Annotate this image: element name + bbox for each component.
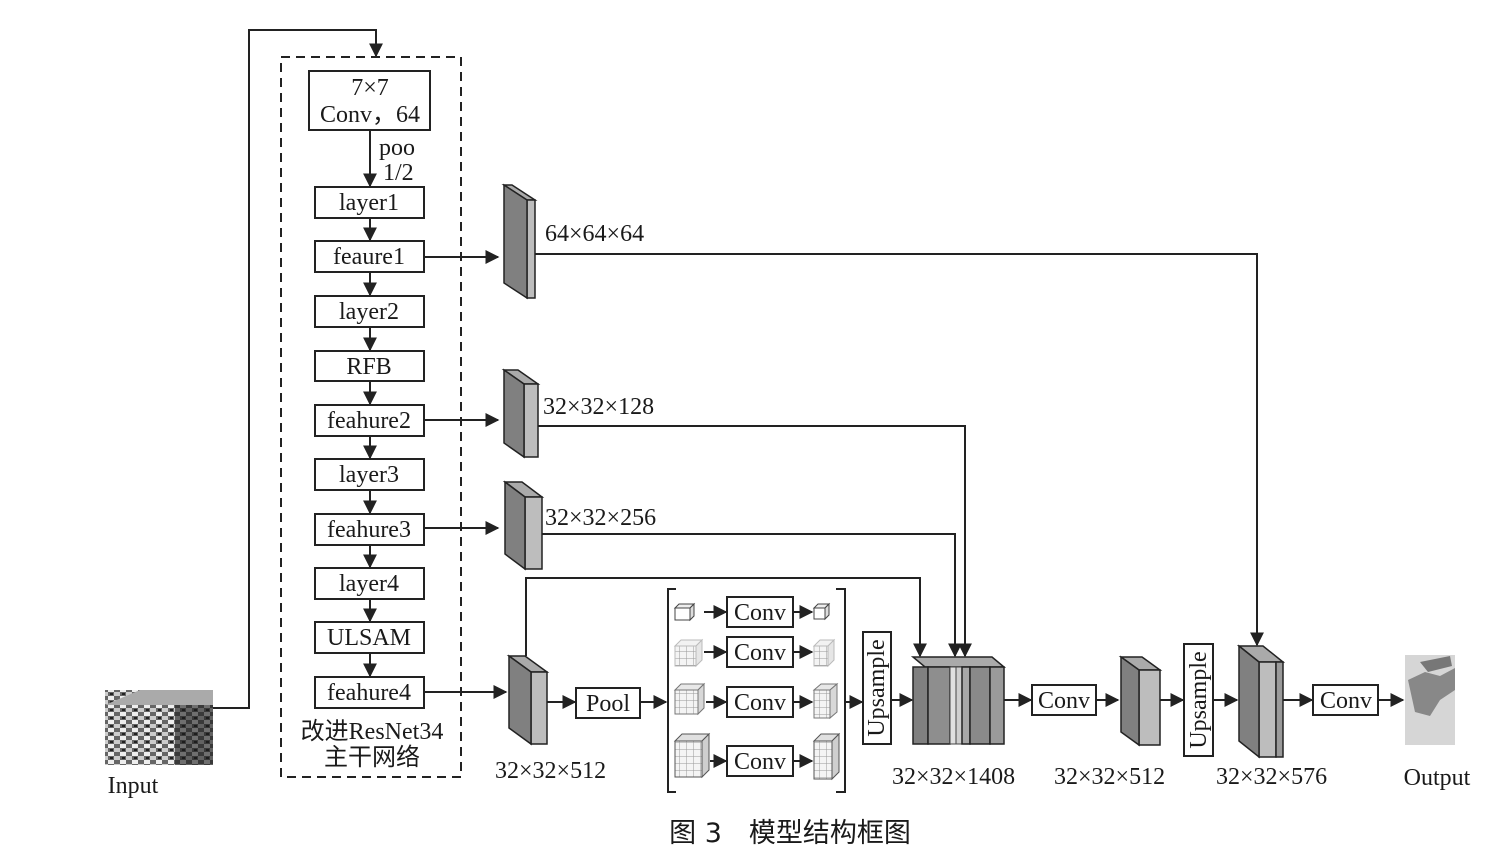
feature1-label: feaure1 bbox=[333, 244, 405, 270]
layer2-label: layer2 bbox=[339, 299, 399, 325]
branches-bracket-right bbox=[836, 588, 846, 793]
feature-map-3 bbox=[502, 480, 545, 571]
branch-2-conv-label: Conv bbox=[734, 640, 786, 666]
pool-label-line2: 1/2 bbox=[383, 160, 414, 186]
branch-3-conv-label: Conv bbox=[734, 690, 786, 716]
input-label: Input bbox=[108, 773, 159, 799]
branch-2-output-cube bbox=[812, 638, 836, 668]
branch-4-input-cube bbox=[673, 732, 711, 779]
backbone-dashed-border bbox=[280, 56, 462, 778]
upsample-1-box bbox=[862, 631, 892, 745]
upsample-1-label: Upsample bbox=[864, 639, 890, 736]
feature3-label: feahure3 bbox=[327, 517, 411, 543]
feature-map-2-dims: 32×32×128 bbox=[543, 394, 654, 420]
feature2-label: feahure2 bbox=[327, 408, 411, 434]
upsample-output-feature-map bbox=[1236, 644, 1286, 759]
backbone-caption-line1: 改进ResNet34 bbox=[301, 718, 444, 745]
branch-1-input-cube bbox=[673, 602, 696, 622]
pool-label: Pool bbox=[586, 691, 630, 717]
feature3-box bbox=[314, 513, 425, 546]
branch-4-output-cube bbox=[812, 732, 841, 781]
concat-feature-block bbox=[910, 656, 1007, 745]
ulsam-label: ULSAM bbox=[327, 625, 411, 651]
input-image bbox=[105, 690, 213, 765]
backbone-caption-line2: 主干网络 bbox=[324, 744, 420, 771]
pool-box bbox=[575, 687, 641, 719]
feature-map-1 bbox=[501, 183, 538, 300]
upsample-2-label: Upsample bbox=[1186, 651, 1212, 748]
branch-1-conv-label: Conv bbox=[734, 600, 786, 626]
branch-4-conv-label: Conv bbox=[734, 749, 786, 775]
upsample-output-dims: 32×32×576 bbox=[1216, 764, 1327, 790]
layer2-box bbox=[314, 295, 425, 328]
output-segmentation-image bbox=[1405, 655, 1455, 745]
pool-label-line1: poo bbox=[379, 135, 415, 161]
ulsam-box bbox=[314, 621, 425, 654]
branch-2-input-cube bbox=[673, 638, 704, 668]
layer4-box bbox=[314, 567, 425, 600]
rfb-box bbox=[314, 350, 425, 382]
feature-map-4-dims: 32×32×512 bbox=[495, 758, 606, 784]
branch-3-conv-box bbox=[726, 686, 794, 718]
branches-bracket-left bbox=[667, 588, 676, 793]
layer3-label: layer3 bbox=[339, 462, 399, 488]
final-conv-label: Conv bbox=[1320, 688, 1372, 714]
feature-map-1-dims: 64×64×64 bbox=[545, 221, 644, 247]
conv-output-dims: 32×32×512 bbox=[1054, 764, 1165, 790]
layer3-box bbox=[314, 458, 425, 491]
concat-dims: 32×32×1408 bbox=[892, 764, 1015, 790]
output-label: Output bbox=[1404, 765, 1471, 791]
layer4-label: layer4 bbox=[339, 571, 399, 597]
conv-output-feature-map bbox=[1118, 655, 1163, 747]
feature-map-2 bbox=[501, 368, 541, 459]
skip-connections bbox=[525, 253, 1264, 658]
feature-map-4 bbox=[506, 654, 550, 746]
layer1-box bbox=[314, 186, 425, 219]
branch-3-input-cube bbox=[673, 682, 706, 716]
conv7x7-line1: 7×7 bbox=[351, 75, 389, 101]
feature4-label: feahure4 bbox=[327, 680, 411, 706]
feature-map-3-dims: 32×32×256 bbox=[545, 505, 656, 531]
final-conv-box bbox=[1312, 684, 1379, 716]
input-to-backbone-arrow bbox=[213, 29, 383, 709]
branch-3-output-cube bbox=[812, 682, 839, 720]
feature-output-arrows bbox=[424, 250, 508, 699]
layer1-label: layer1 bbox=[339, 190, 399, 216]
branch-1-output-cube bbox=[812, 602, 831, 621]
rfb-label: RFB bbox=[346, 354, 391, 380]
conv-after-concat-label: Conv bbox=[1038, 688, 1090, 714]
conv7x7-line2: Conv，64 bbox=[320, 102, 420, 128]
feature1-box bbox=[314, 240, 425, 273]
figure-caption: 图 3 模型结构框图 bbox=[669, 818, 911, 849]
